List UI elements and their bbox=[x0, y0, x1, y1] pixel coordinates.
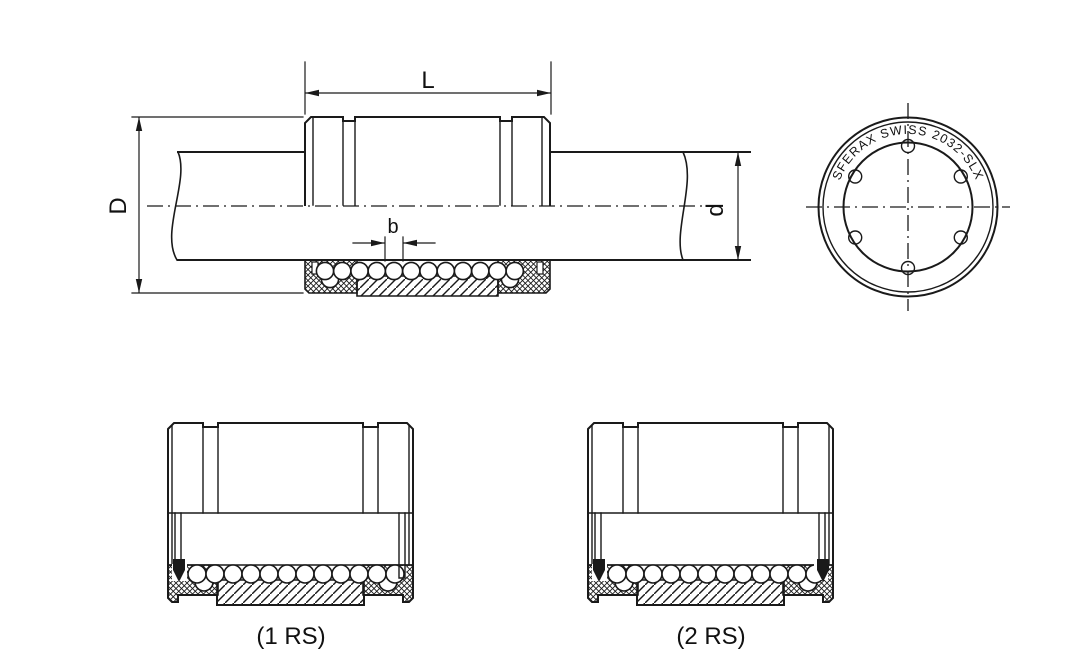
sleeve-elevation bbox=[304, 116, 551, 206]
seal-groove-right bbox=[536, 261, 544, 275]
shaft bbox=[170, 150, 751, 262]
caption-1rs: (1 RS) bbox=[256, 623, 325, 650]
dim-label-ball-pitch: b bbox=[387, 216, 398, 238]
section-lower-half bbox=[304, 259, 551, 297]
dim-label-outer-diameter: D bbox=[105, 197, 132, 214]
variant-2rs-view bbox=[587, 422, 834, 606]
variant-1rs-view bbox=[167, 422, 414, 606]
caption-2rs: (2 RS) bbox=[676, 623, 745, 650]
ball-row bbox=[315, 261, 525, 289]
right-seal bbox=[817, 559, 829, 582]
dimension-D: D bbox=[105, 116, 304, 294]
dim-label-shaft-diameter: d bbox=[702, 203, 729, 216]
dimension-L: L bbox=[304, 61, 552, 115]
end-view-center-lines bbox=[806, 103, 1010, 311]
side-section-view: L D d b bbox=[105, 61, 751, 297]
dim-label-length: L bbox=[421, 67, 434, 94]
end-view: SFERAX SWISS 2032-SLX bbox=[806, 103, 1010, 311]
dimension-b: b bbox=[352, 216, 436, 262]
dimension-d: d bbox=[702, 151, 742, 261]
shaft-break-line-right bbox=[679, 150, 689, 262]
